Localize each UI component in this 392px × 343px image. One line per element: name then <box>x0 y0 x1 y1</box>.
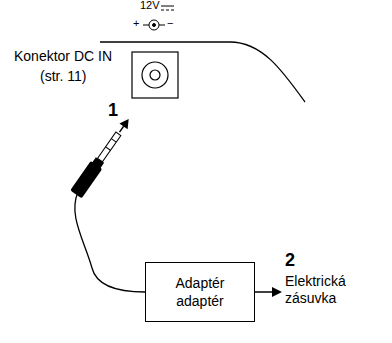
callout-number: 2 <box>285 250 295 272</box>
dc-jack <box>132 52 178 98</box>
dc-plug <box>70 115 134 198</box>
box-text: Adaptér adaptér <box>154 274 246 310</box>
outlet-name: Elektrická zásuvka <box>285 273 385 307</box>
adapter-box: Adaptér adaptér <box>145 262 255 322</box>
polarity-minus: − <box>167 17 173 30</box>
page-reference: (str. 11) <box>40 68 86 85</box>
part-name: Konektor DC IN <box>14 48 112 65</box>
cable <box>75 192 145 292</box>
polarity-symbol <box>143 20 165 30</box>
voltage-label: 12V <box>140 0 160 12</box>
outlet-arrow <box>255 287 282 297</box>
callout-number: 1 <box>108 100 118 122</box>
dc-symbol <box>161 6 174 10</box>
device-outline <box>100 42 305 102</box>
polarity-plus: + <box>133 17 139 30</box>
